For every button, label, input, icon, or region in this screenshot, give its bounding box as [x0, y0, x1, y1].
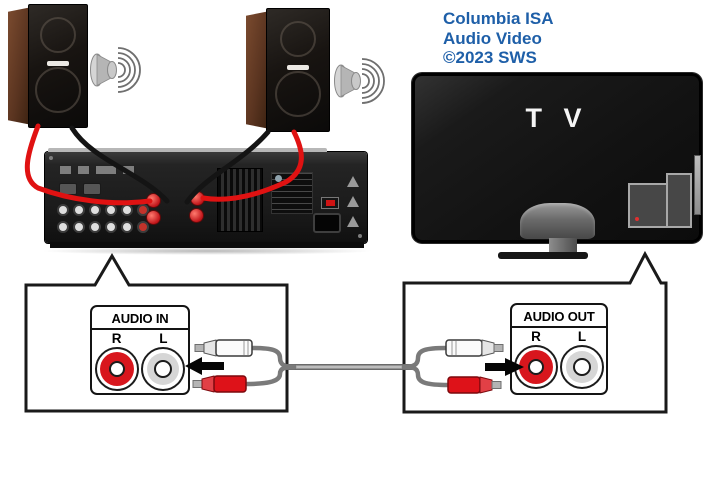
jack-label-r: R	[531, 329, 541, 344]
jack-column-right-channel: R	[514, 329, 558, 389]
rca-plug-white	[194, 339, 253, 357]
credit-line-3: ©2023 SWS	[443, 48, 537, 67]
warning-triangle-icon	[347, 196, 359, 207]
amp-port	[77, 165, 90, 175]
audio-out-jacks: R L	[512, 329, 606, 389]
tv-label: T V	[525, 103, 589, 133]
speaker-binding-post	[146, 210, 161, 225]
tv-connection-panel	[666, 173, 692, 228]
speaker-binding-post	[146, 193, 161, 208]
credit-text: Columbia ISA Audio Video ©2023 SWS	[443, 9, 554, 68]
rca-jack-r-red	[514, 345, 558, 389]
jack-hole	[154, 360, 173, 378]
tv-stand-base	[498, 252, 588, 259]
amp-connector-row	[59, 183, 101, 195]
amp-rca-input-row	[57, 221, 149, 233]
rca-jack	[105, 221, 117, 233]
rca-cable-white	[401, 345, 449, 370]
audio-in-panel: AUDIO IN R L	[90, 305, 190, 395]
rca-cable-red	[401, 364, 451, 388]
speaker-tweeter	[280, 21, 316, 57]
jack-hole	[573, 358, 591, 376]
rca-jack	[73, 204, 85, 216]
speaker-tweeter	[40, 17, 76, 53]
amp-shadow	[40, 247, 374, 255]
amp-port	[122, 165, 135, 175]
rca-jack-r-red	[94, 347, 139, 391]
rca-plug-white	[445, 339, 504, 357]
rca-cable-white	[249, 345, 297, 370]
jack-column-left-channel: L	[560, 329, 604, 389]
speaker-front-grille	[266, 8, 330, 132]
credit-line-1: Columbia ISA	[443, 9, 554, 28]
speaker-woofer	[35, 67, 81, 113]
jack-label-r: R	[111, 331, 122, 346]
rca-jack	[57, 204, 69, 216]
rca-plugs-left-box	[185, 339, 297, 393]
speaker-front-grille	[28, 4, 88, 128]
tv-side-bar	[694, 155, 701, 215]
amp-rca-input-row	[57, 204, 149, 216]
amp-base	[50, 242, 364, 248]
amp-power-inlet	[313, 213, 341, 233]
arrow-left-icon	[185, 357, 224, 375]
audio-in-title: AUDIO IN	[92, 307, 188, 330]
amp-voltage-switch	[321, 197, 339, 209]
speaker-woofer	[275, 71, 321, 117]
rca-jack-l-white	[560, 345, 604, 389]
tv-jack-dot	[635, 217, 639, 221]
right-speaker	[246, 8, 330, 132]
rca-jack	[137, 221, 149, 233]
rca-cable-red	[243, 364, 297, 387]
rca-jack	[89, 204, 101, 216]
amp-port	[95, 165, 117, 175]
amp-spec-label	[271, 172, 313, 214]
amp-connector-row	[59, 165, 135, 175]
rca-jack	[89, 221, 101, 233]
jack-hole	[528, 359, 544, 375]
rca-jack	[121, 204, 133, 216]
jack-column-left-channel: L	[141, 331, 186, 391]
rca-jack-l-white	[141, 347, 186, 391]
jack-ring	[99, 352, 134, 386]
credit-line-2: Audio Video	[443, 28, 542, 48]
tv-stand-mount	[520, 203, 595, 239]
amp-hdmi-port	[83, 183, 101, 195]
tv-stand-neck	[549, 238, 577, 253]
screw	[49, 156, 53, 160]
jack-hole	[108, 361, 125, 377]
jack-label-l: L	[577, 329, 587, 344]
rca-plug-red	[447, 376, 502, 394]
audio-in-jacks: R L	[92, 331, 188, 391]
audio-out-title: AUDIO OUT	[512, 305, 606, 328]
rca-jack	[57, 221, 69, 233]
rca-jack	[121, 221, 133, 233]
sound-waves-icon-right	[334, 58, 385, 104]
speaker-binding-post	[190, 191, 205, 206]
jack-ring	[519, 350, 553, 384]
speaker-binding-post	[189, 208, 204, 223]
rca-plugs-right-box	[401, 339, 524, 394]
speaker-badge	[47, 61, 69, 66]
tv-connection-panel	[628, 183, 670, 228]
amp-vent-grille	[217, 168, 263, 232]
audio-out-panel: AUDIO OUT R L	[510, 303, 608, 395]
warning-triangle-icon	[347, 216, 359, 227]
sound-waves-icon-left	[90, 47, 141, 93]
tv-rear: T V	[412, 73, 702, 243]
amplifier-rear-panel	[45, 148, 367, 243]
screw	[358, 234, 362, 238]
left-speaker	[8, 4, 88, 128]
speaker-badge	[287, 65, 309, 70]
jack-ring	[147, 353, 180, 385]
warning-triangle-icon	[347, 176, 359, 187]
jack-ring	[566, 351, 598, 383]
jack-column-right-channel: R	[94, 331, 139, 391]
rca-plug-red	[192, 375, 247, 393]
rca-jack	[105, 204, 117, 216]
amp-hdmi-port	[59, 183, 77, 195]
jack-label-l: L	[159, 331, 168, 346]
rca-jack	[73, 221, 85, 233]
amp-port	[59, 165, 72, 175]
